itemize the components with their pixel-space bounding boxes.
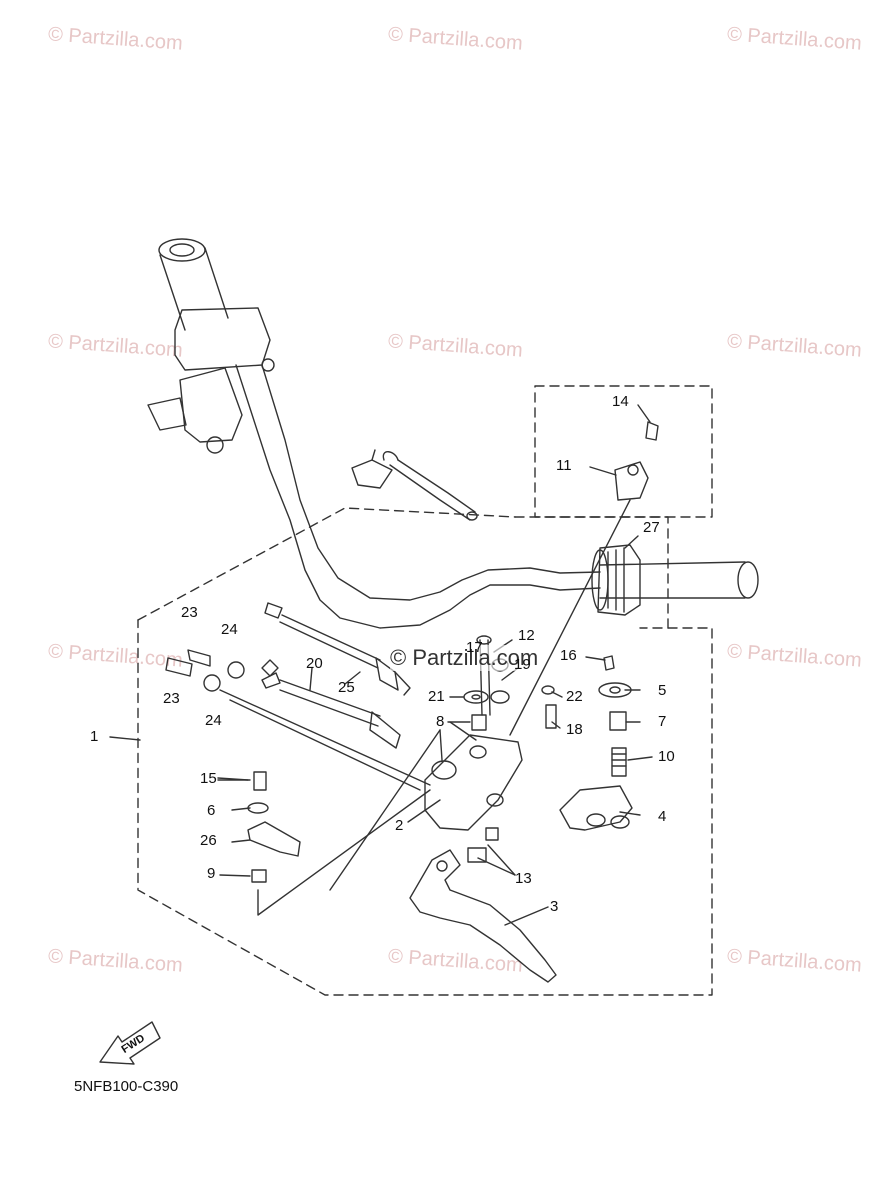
cable-clamp <box>509 421 659 736</box>
callout-27: 27 <box>643 519 660 536</box>
callout-12: 12 <box>518 627 535 644</box>
callout-2: 2 <box>395 817 404 834</box>
callout-3: 3 <box>550 898 559 915</box>
hardware <box>541 655 632 777</box>
callout-6: 6 <box>207 802 216 819</box>
callout-24b: 24 <box>205 712 222 729</box>
throttle-housing <box>591 544 641 616</box>
cable <box>261 659 401 749</box>
callout-23b: 23 <box>163 690 180 707</box>
callout-4: 4 <box>658 808 667 825</box>
bracket <box>559 785 633 831</box>
center-watermark: © Partzilla.com <box>390 645 539 671</box>
callout-10: 10 <box>658 748 675 765</box>
adjusters <box>165 649 245 692</box>
callout-23a: 23 <box>181 604 198 621</box>
callout-9: 9 <box>207 865 216 882</box>
callout-25: 25 <box>338 679 355 696</box>
callout-22: 22 <box>566 688 583 705</box>
switch-wire <box>351 449 478 521</box>
callout-7: 7 <box>658 713 667 730</box>
callout-26: 26 <box>200 832 217 849</box>
clutch-lever <box>409 849 557 983</box>
callout-1: 1 <box>90 728 99 745</box>
callout-8: 8 <box>436 713 445 730</box>
callout-5: 5 <box>658 682 667 699</box>
callout-17: 17 <box>466 639 483 656</box>
leader-lines <box>109 404 653 926</box>
callout-24a: 24 <box>221 621 238 638</box>
callout-20: 20 <box>306 655 323 672</box>
callout-19: 19 <box>514 656 531 673</box>
callout-13: 13 <box>515 870 532 887</box>
callout-15: 15 <box>200 770 217 787</box>
lower-parts <box>247 771 431 916</box>
diagram-code: 5NFB100-C390 <box>74 1078 179 1095</box>
callout-14: 14 <box>612 393 629 410</box>
group-outline <box>137 385 713 996</box>
handlebar <box>147 238 759 629</box>
callout-11: 11 <box>556 457 572 474</box>
callout-16: 16 <box>560 647 577 664</box>
clutch-cable <box>264 602 411 696</box>
callout-21: 21 <box>428 688 445 705</box>
washers <box>463 658 510 863</box>
callout-18: 18 <box>566 721 583 738</box>
fwd-arrow <box>99 1021 161 1065</box>
